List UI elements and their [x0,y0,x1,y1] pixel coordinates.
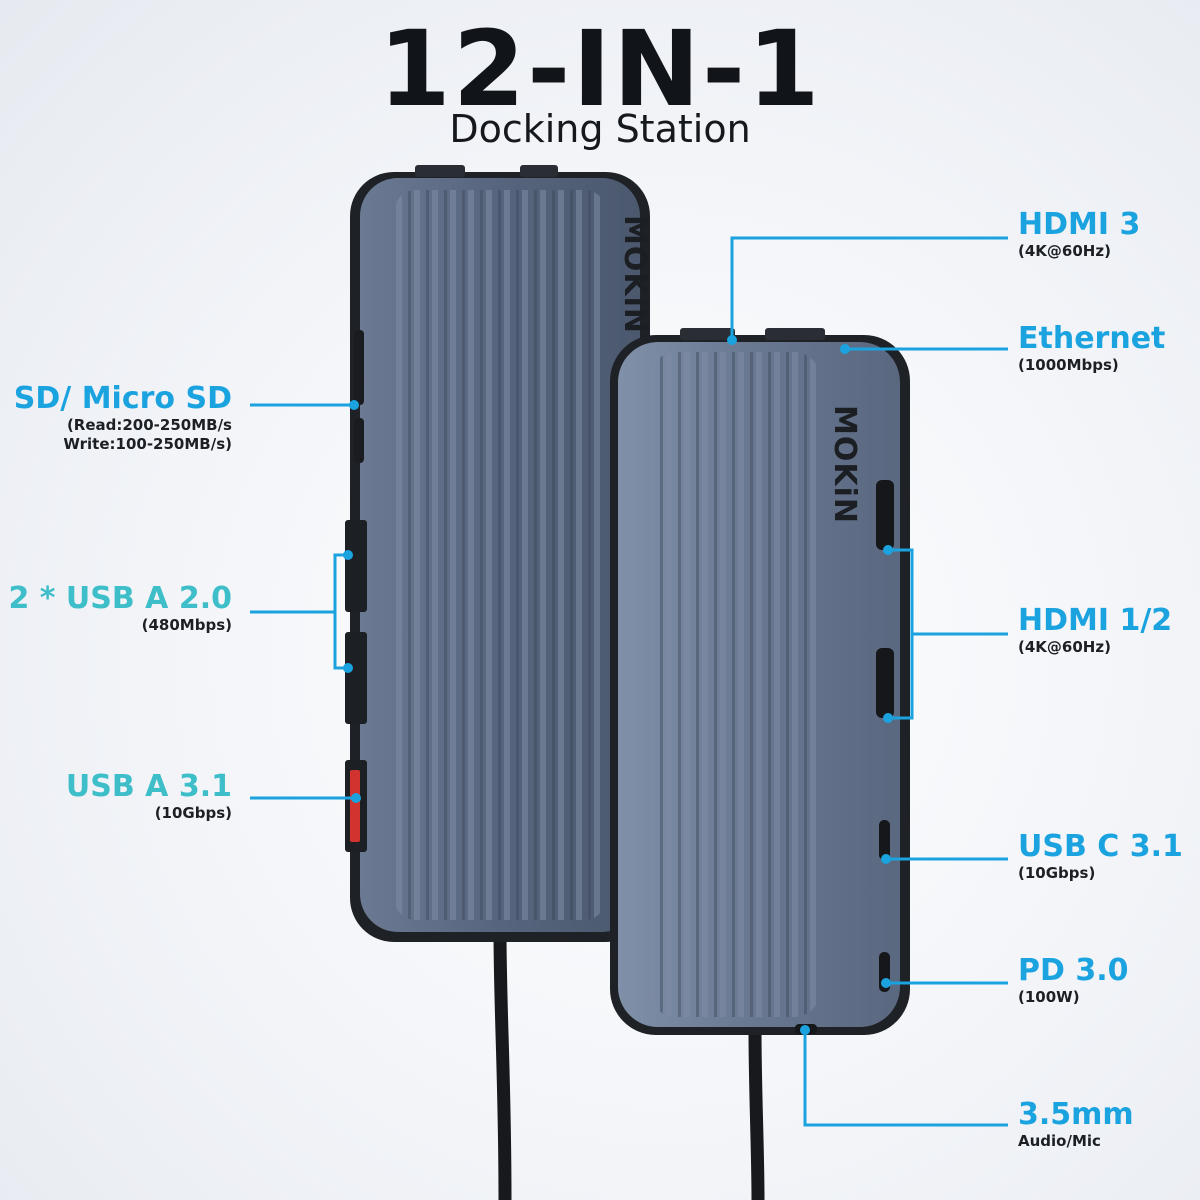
label-hdmi-3: HDMI 3 (4K@60Hz) [1018,207,1141,261]
label-pd-30: PD 3.0 (100W) [1018,953,1129,1007]
hdmi-1-port [876,480,894,550]
label-usb-a-31: USB A 3.1 (10Gbps) [65,769,232,823]
label-audio-mic: 3.5mm Audio/Mic [1018,1097,1134,1151]
back-hub-cable [493,929,512,1200]
ethernet-port [765,328,825,340]
callout-lines [250,236,1008,1127]
usb-c-port [879,820,890,860]
sd-slot [354,330,364,405]
label-ethernet: Ethernet (1000Mbps) [1018,321,1166,375]
hdmi-3-port [680,328,735,340]
back-hub [345,165,650,942]
page-subtitle: Docking Station [449,107,751,151]
brand-logo-front: MOKiN [827,405,862,524]
brand-logo-back: MOKiN [617,215,652,334]
front-hub [610,328,910,1035]
page-title: 12-IN-1 [378,8,822,130]
usb-a-port-2 [345,632,367,724]
label-usb-c-31: USB C 3.1 (10Gbps) [1018,829,1183,883]
micro-sd-slot [354,418,364,463]
usb-a-port-1 [345,520,367,612]
label-usb-a-20: 2 * USB A 2.0 (480Mbps) [8,581,232,635]
label-sd-micro-sd: SD/ Micro SD (Read:200-250MB/s Write:100… [13,381,232,454]
label-hdmi-1-2: HDMI 1/2 (4K@60Hz) [1018,603,1173,657]
front-hub-cable [748,1029,765,1200]
hdmi-2-port [876,648,894,718]
